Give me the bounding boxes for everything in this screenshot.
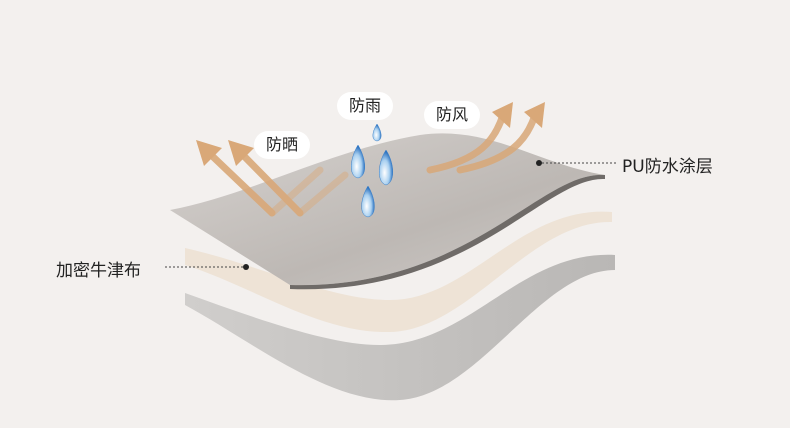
pu-coating-label: PU防水涂层 — [622, 157, 713, 177]
beige-fabric-layer — [185, 211, 612, 333]
rain-protection-badge: 防雨 — [337, 92, 394, 120]
water-drops-icon — [351, 123, 393, 218]
top-fabric-layer — [170, 133, 605, 286]
wind-arrows — [426, 111, 539, 174]
top-layer-edge — [290, 174, 605, 290]
pu-coating-leader — [536, 160, 618, 166]
sun-protection-badge: 防晒 — [254, 131, 311, 159]
wind-protection-badge: 防风 — [424, 101, 481, 129]
oxford-fabric-leader — [165, 264, 249, 270]
bottom-fabric-layer — [185, 254, 615, 401]
oxford-fabric-label: 加密牛津布 — [56, 261, 141, 281]
sun-reflect-arrows — [204, 148, 349, 217]
